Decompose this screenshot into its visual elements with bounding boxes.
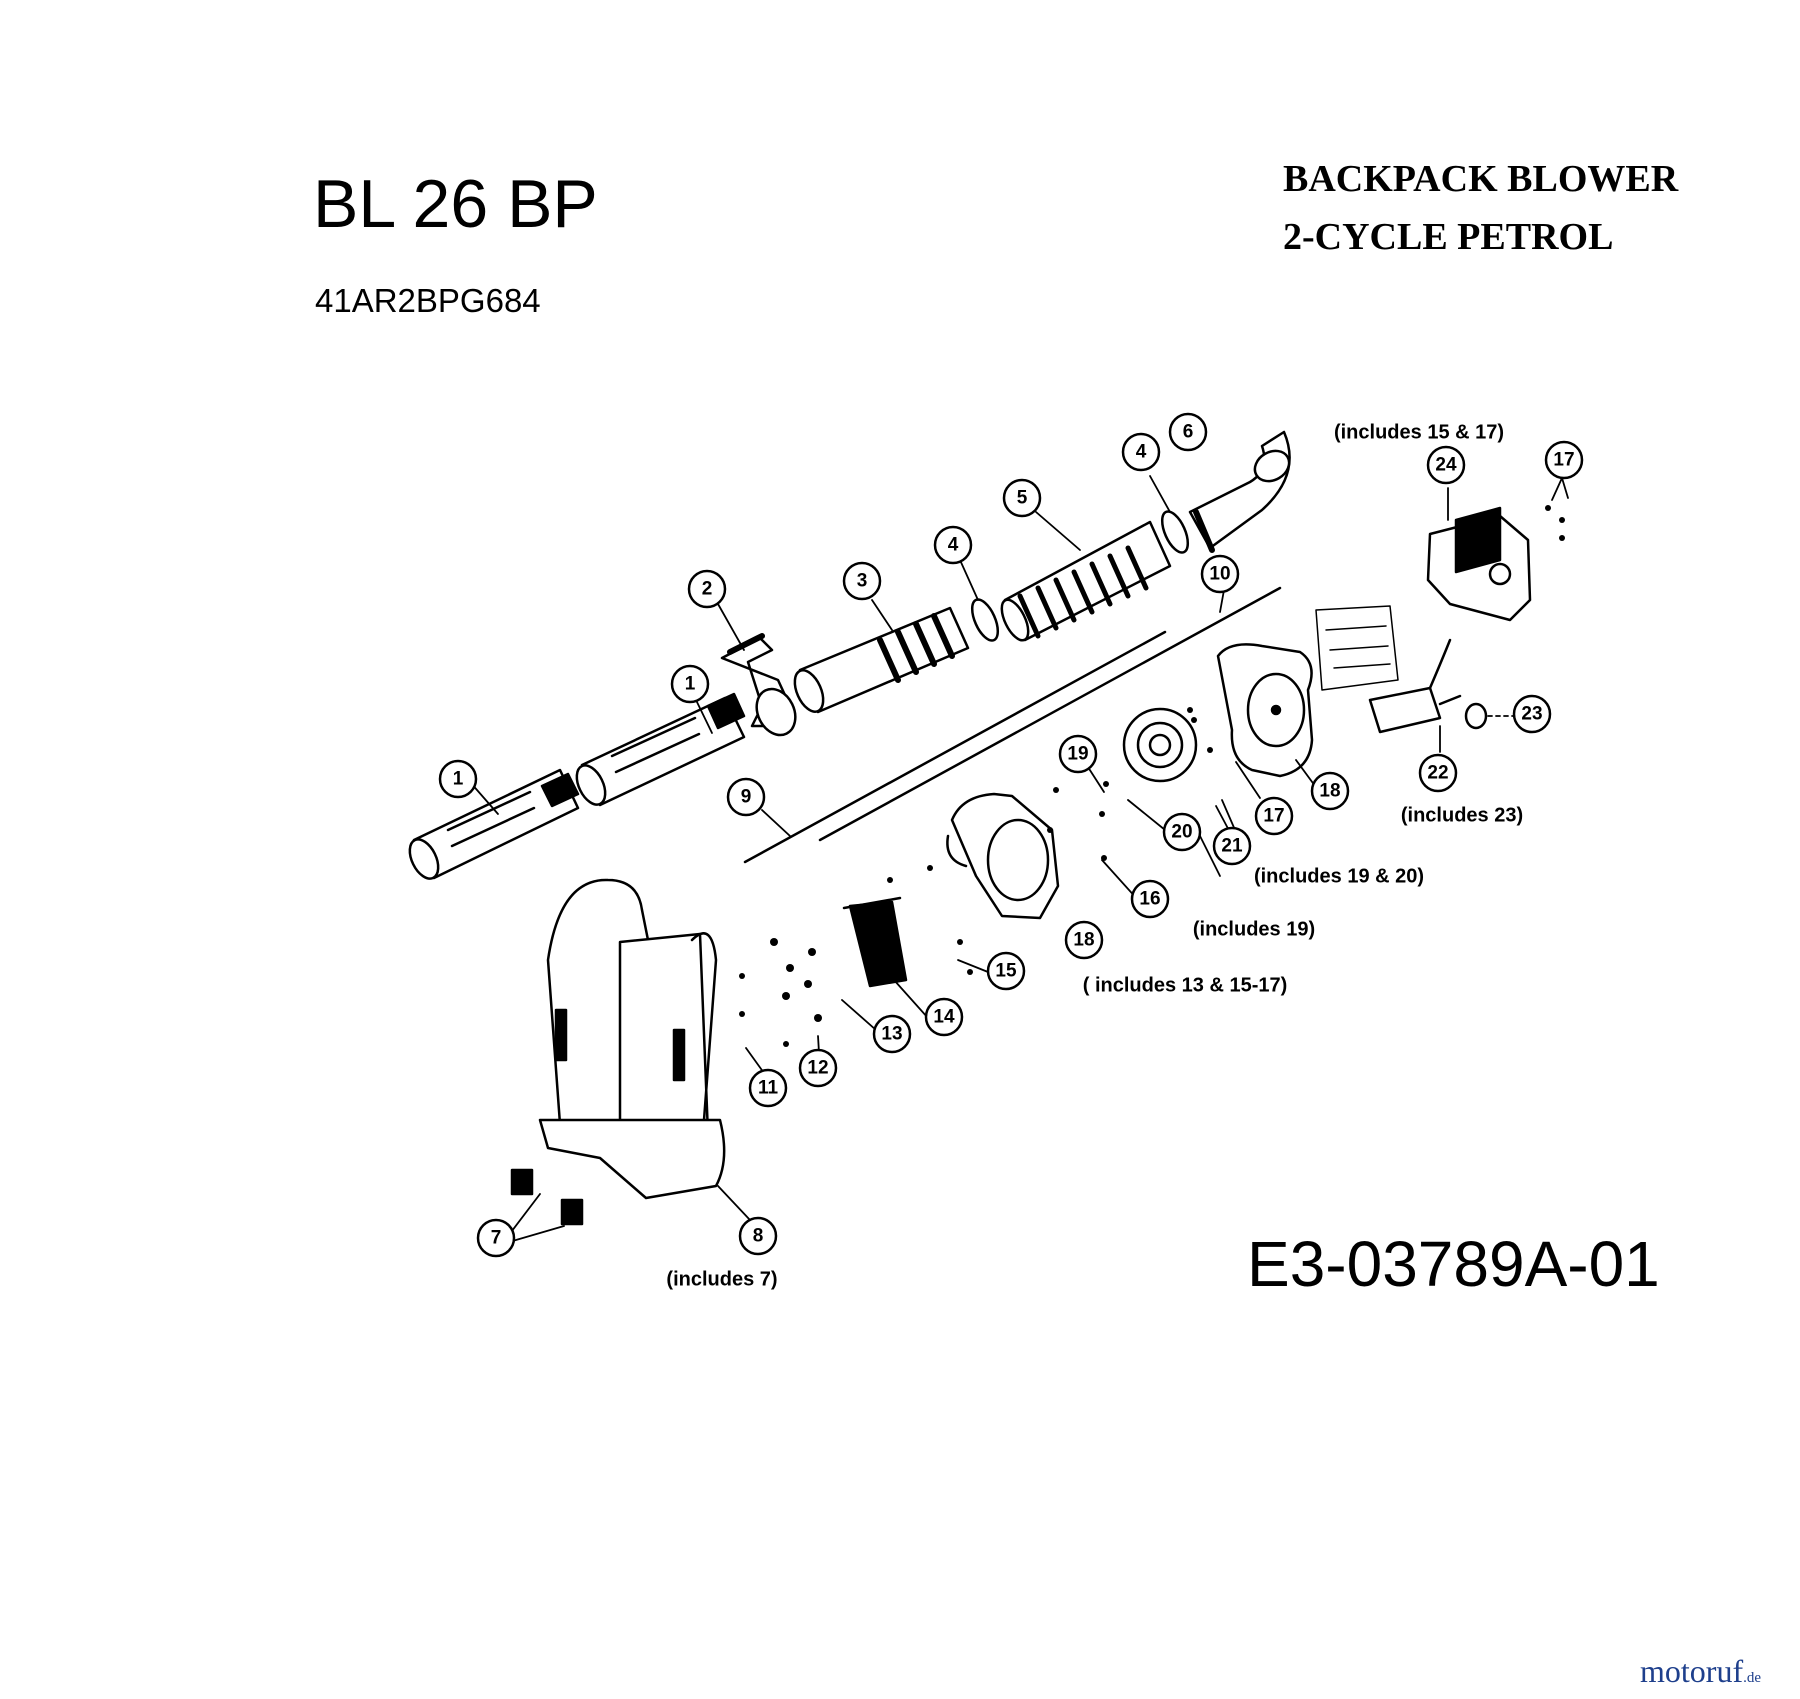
stop-cable xyxy=(818,586,1282,842)
callout-4-front: 4 xyxy=(948,535,959,556)
note-includes-19: (includes 19) xyxy=(1192,918,1316,941)
impeller xyxy=(1122,707,1198,783)
buckle-female xyxy=(560,1198,584,1226)
callout-5: 5 xyxy=(1017,488,1028,509)
throttle-cable xyxy=(743,630,1167,864)
callout-15: 15 xyxy=(995,961,1017,982)
callout-16: 16 xyxy=(1139,889,1160,910)
ignition-coil xyxy=(1368,638,1488,734)
callout-2: 2 xyxy=(702,579,713,600)
callout-1-front: 1 xyxy=(453,769,464,790)
callout-17-upper: 17 xyxy=(1553,450,1574,471)
callout-24: 24 xyxy=(1435,455,1457,476)
callout-17-lower: 17 xyxy=(1263,806,1284,827)
throttle-grip xyxy=(720,633,797,737)
hose-clamp-front xyxy=(970,598,1000,642)
callout-3: 3 xyxy=(857,571,868,592)
logo-main: motoruf xyxy=(1640,1653,1744,1689)
callout-13: 13 xyxy=(881,1024,902,1045)
callout-1-rear: 1 xyxy=(685,674,696,695)
blower-tube-front xyxy=(408,768,580,880)
callout-7: 7 xyxy=(491,1228,502,1249)
note-includes-15-17: (includes 15 & 17) xyxy=(1333,421,1505,444)
buckle-male xyxy=(510,1168,534,1196)
drawing-reference-number: E3-03789A-01 xyxy=(1247,1228,1660,1300)
backpack-harness xyxy=(538,878,726,1200)
fan-housing-front xyxy=(946,792,1060,920)
callout-11: 11 xyxy=(758,1078,779,1099)
fastener-hardware xyxy=(739,505,1565,1047)
note-includes-13-15-17: ( includes 13 & 15-17) xyxy=(1082,974,1288,997)
site-logo[interactable]: motoruf.de xyxy=(1640,1655,1761,1687)
logo-tld: .de xyxy=(1743,1670,1762,1686)
air-filter-housing xyxy=(1426,506,1532,622)
engine-assembly xyxy=(1315,605,1399,691)
callout-12: 12 xyxy=(807,1058,828,1079)
flex-hose xyxy=(1000,520,1172,642)
callout-23: 23 xyxy=(1521,704,1542,725)
model-name: BL 26 BP xyxy=(313,166,598,242)
callout-labels: 1 1 2 3 4 4 5 6 7 8 9 10 11 12 13 14 15 … xyxy=(453,422,1575,1249)
fan-housing-rear xyxy=(1216,643,1314,778)
callout-8: 8 xyxy=(753,1226,764,1247)
callout-21: 21 xyxy=(1221,836,1243,857)
elbow-pipe xyxy=(1188,430,1291,553)
note-includes-23: (includes 23) xyxy=(1400,804,1524,827)
note-includes-7: (includes 7) xyxy=(666,1268,778,1291)
callout-20: 20 xyxy=(1171,822,1192,843)
callout-18-front: 18 xyxy=(1073,930,1094,951)
note-includes-19-20: (includes 19 & 20) xyxy=(1253,865,1425,888)
callout-14: 14 xyxy=(933,1007,955,1028)
flex-tube-section xyxy=(793,606,970,714)
part-number: 41AR2BPG684 xyxy=(315,282,541,319)
hose-clamp-rear xyxy=(1160,510,1190,554)
callout-9: 9 xyxy=(741,787,752,808)
callout-circles xyxy=(438,412,1584,1258)
callout-6: 6 xyxy=(1183,422,1194,443)
callout-22: 22 xyxy=(1427,763,1448,784)
product-description-line1: BACKPACK BLOWER xyxy=(1283,158,1679,200)
callout-18-rear: 18 xyxy=(1319,781,1340,802)
callout-10: 10 xyxy=(1209,564,1230,585)
callout-4-rear: 4 xyxy=(1136,442,1147,463)
product-description-line2: 2-CYCLE PETROL xyxy=(1283,216,1614,258)
intake-grille xyxy=(842,896,908,988)
blower-tube-rear xyxy=(575,692,746,807)
callout-19: 19 xyxy=(1067,744,1088,765)
